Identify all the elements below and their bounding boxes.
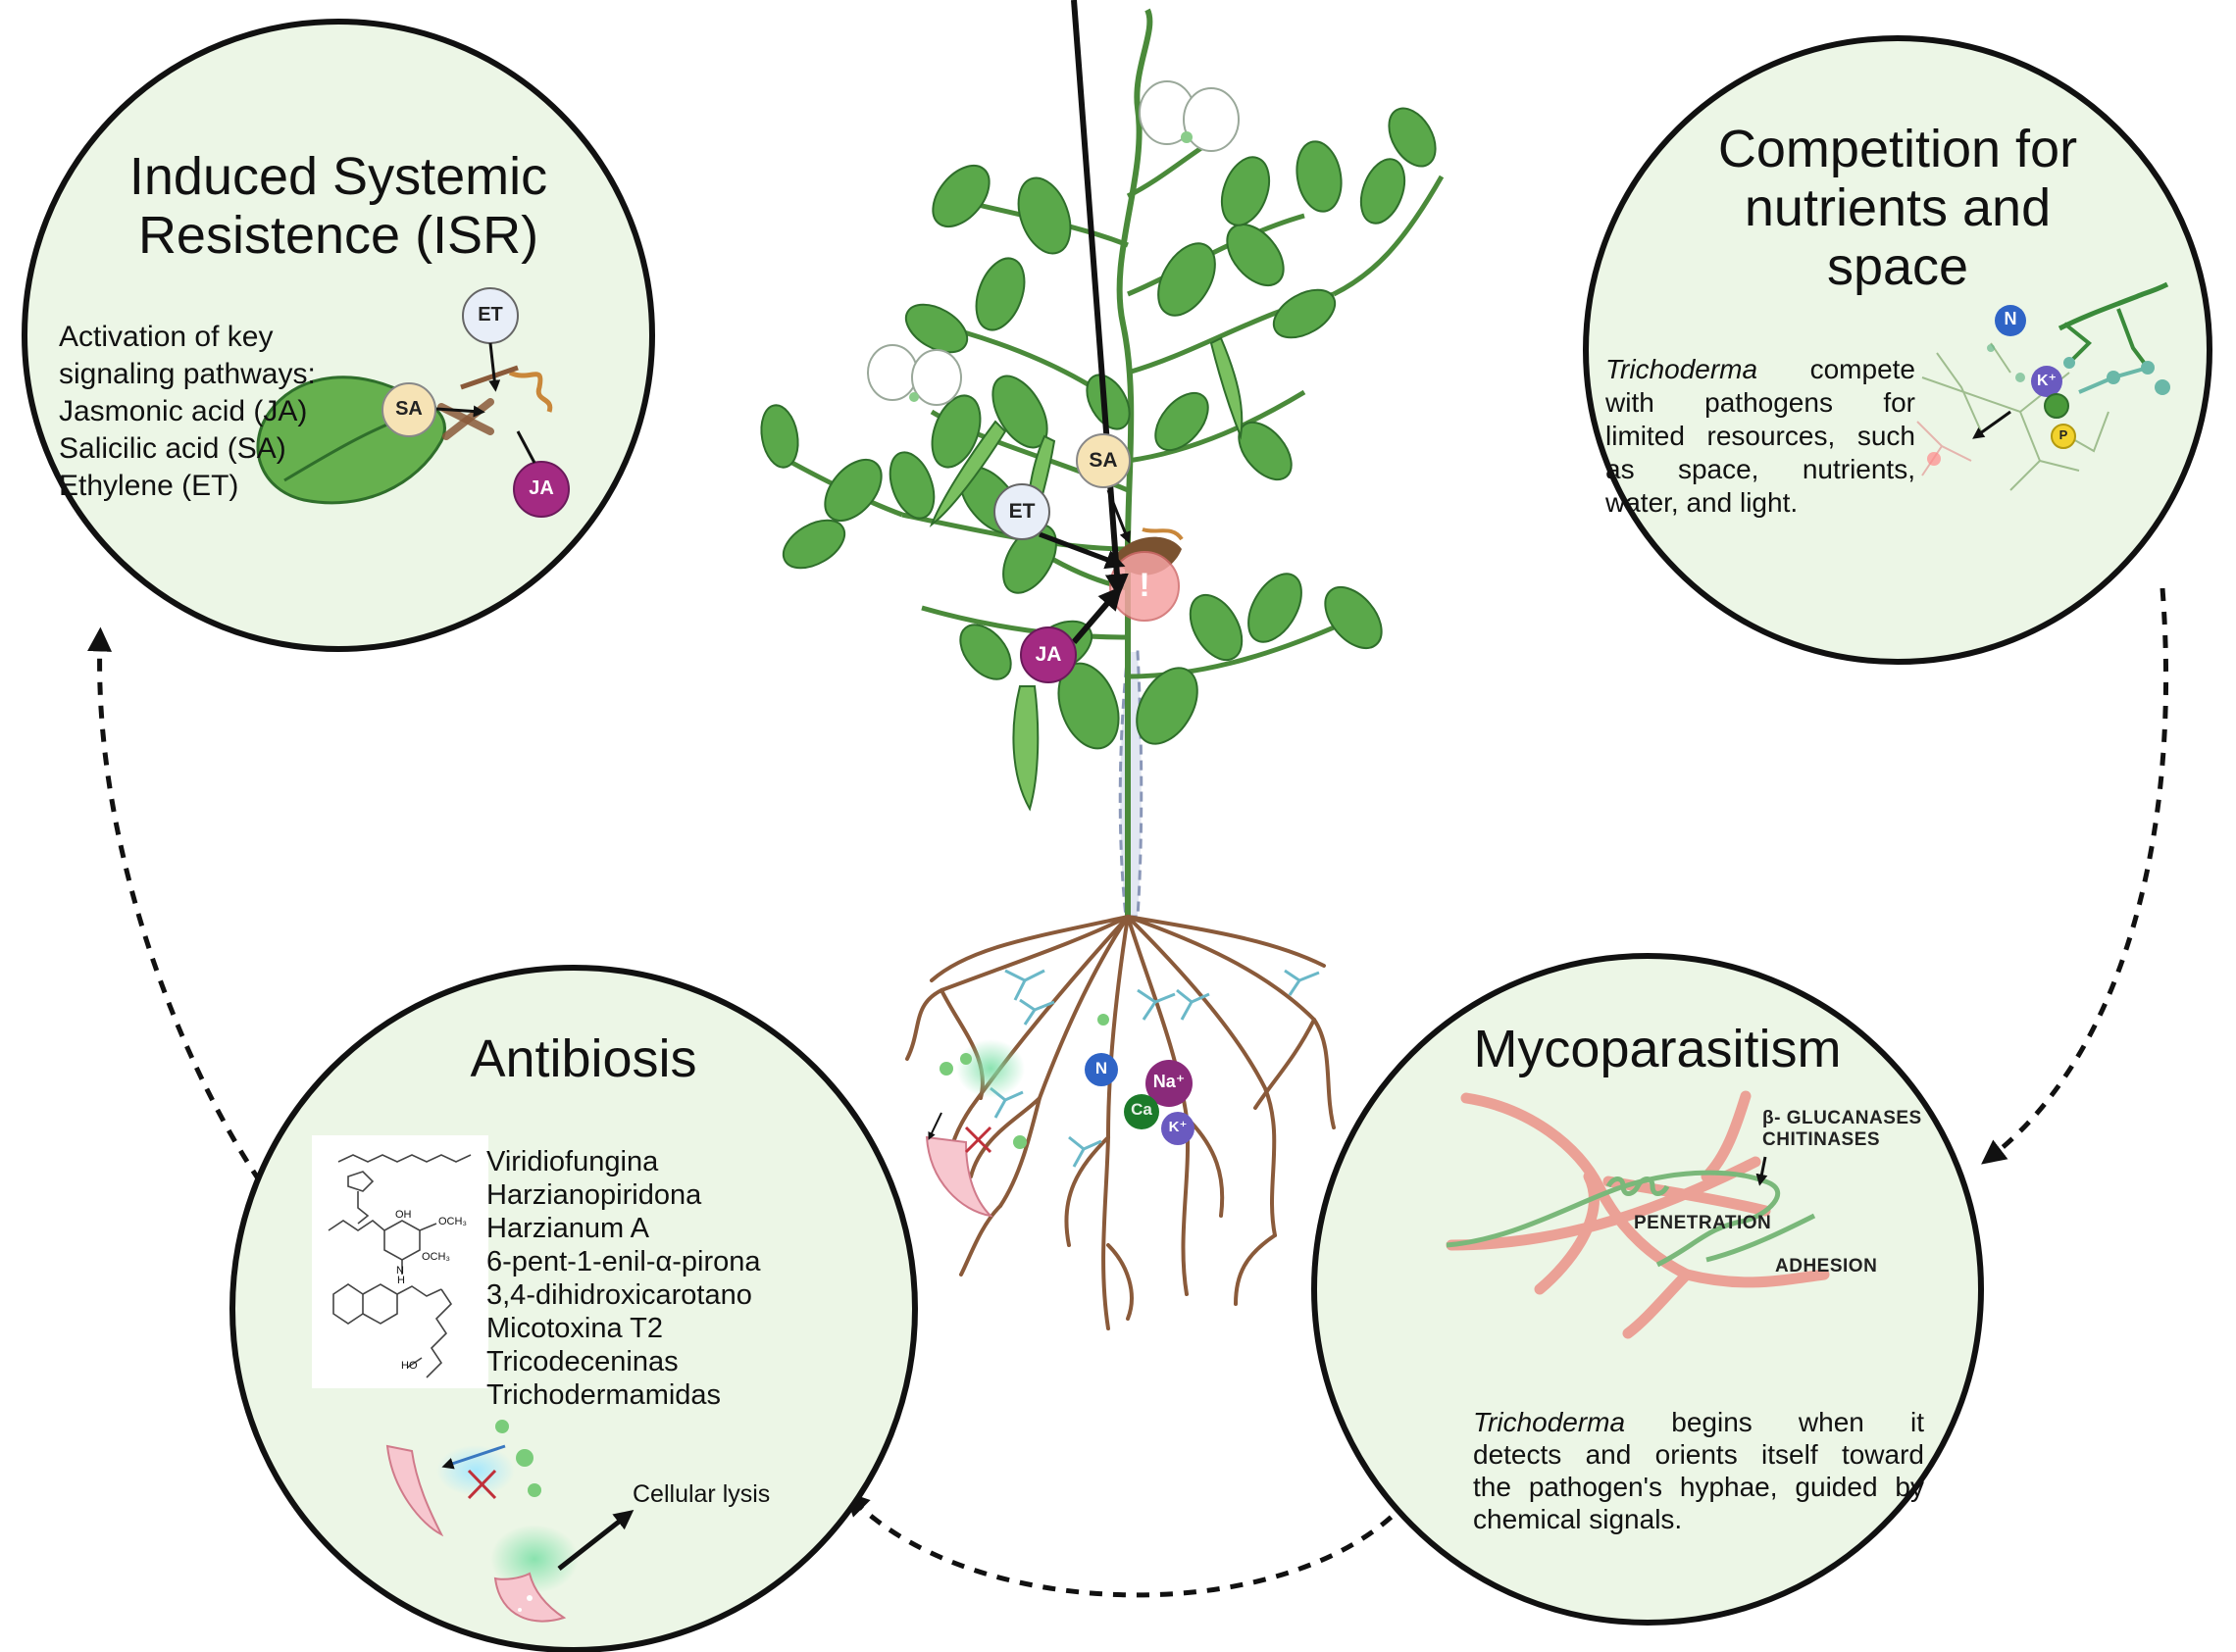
compound-item: 6-pent-1-enil-α-pirona (486, 1246, 761, 1277)
center-et-label: ET (1008, 500, 1036, 523)
antibiosis-illustration (312, 1135, 635, 1623)
isr-line: Activation of key (59, 321, 274, 353)
antibiosis-title: Antibiosis (470, 1029, 697, 1088)
isr-ja-badge (513, 461, 570, 518)
isr-title: Induced Systemic Resistence (ISR) (128, 147, 548, 265)
competition-k-label: K⁺ (2037, 373, 2057, 389)
root-calcium (1124, 1094, 1159, 1129)
arrow-antibiosis-to-isr (87, 626, 263, 1183)
compound-item: Trichodermamidas (486, 1379, 722, 1411)
center-ja-label: JA (1035, 643, 1062, 666)
structure-label-och3-b: OCH₃ (422, 1251, 450, 1263)
compound-item: Harzianopiridona (486, 1179, 702, 1211)
central-plant (760, 0, 1445, 1330)
center-ja-badge (1020, 626, 1077, 683)
structure-label-oh: OH (395, 1209, 412, 1221)
competition-italic-word: Trichoderma (1605, 354, 1758, 384)
competition-description: Trichoderma compete with pathogens for l… (1605, 354, 1915, 518)
label-chitinases: CHITINASES (1762, 1129, 1881, 1150)
mycoparasitism-circle (1311, 953, 1984, 1626)
compound-item: Viridiofungina (486, 1146, 659, 1177)
isr-line: Ethylene (ET) (59, 470, 239, 502)
competition-title: Competition for nutrients and space (1717, 120, 2078, 296)
isr-line: signaling pathways: (59, 358, 316, 390)
antibiosis-compound-list: Viridiofungina Harzianopiridona Harzianu… (486, 1145, 800, 1412)
isr-sa-label: SA (395, 398, 423, 420)
root-n-label: N (1094, 1059, 1108, 1077)
competition-p-label: P (2058, 427, 2068, 442)
roots (905, 915, 1336, 1330)
isr-description: Activation of key signaling pathways: Ja… (59, 319, 382, 505)
competition-circle (1583, 35, 2212, 665)
cycle-arrows (87, 587, 2169, 1598)
myco-italic-word: Trichoderma (1473, 1407, 1626, 1437)
center-sa-badge (1076, 433, 1131, 488)
root-conidia (990, 969, 1320, 1168)
center-sa-label: SA (1089, 449, 1118, 472)
competition-nitrogen (1995, 305, 2026, 336)
center-et-badge (993, 483, 1050, 540)
mycoparasitism-description: Trichoderma begins when it detects and o… (1473, 1407, 1924, 1534)
root-na-label: Na⁺ (1152, 1072, 1186, 1091)
isr-illustration (256, 287, 570, 518)
compound-item: Tricodeceninas (486, 1346, 679, 1377)
isr-dna (508, 370, 553, 413)
isr-ja-label: JA (529, 477, 554, 499)
mycoparasitism-illustration (1446, 1090, 1830, 1339)
isr-line: Salicilic acid (SA) (59, 432, 286, 465)
leaves (760, 107, 1437, 750)
chemical-structures-panel (312, 1135, 488, 1388)
competition-spore (2044, 393, 2069, 419)
chemical-structures (328, 1154, 472, 1378)
root-sodium (1145, 1060, 1193, 1107)
root-ca-label: Ca (1131, 1100, 1152, 1119)
root-k-label: K⁺ (1168, 1119, 1188, 1135)
structure-label-ho: HO (401, 1360, 418, 1372)
structure-label-och3-a: OCH₃ (438, 1216, 467, 1227)
root-nitrogen (1085, 1053, 1118, 1086)
center-alert-label: ! (1139, 567, 1150, 604)
label-glucanases: β- GLUCANASES (1762, 1108, 1922, 1128)
competition-n-label: N (2004, 309, 2017, 328)
trichoderma-hypha (1446, 1170, 1816, 1268)
label-adhesion: ADHESION (1775, 1256, 1878, 1277)
structure-label-n: N (396, 1265, 404, 1277)
label-penetration: PENETRATION (1634, 1213, 1772, 1233)
flowers (867, 80, 1240, 406)
root-potassium (1161, 1112, 1194, 1145)
competition-potassium (2031, 366, 2062, 397)
compound-item: Micotoxina T2 (486, 1313, 663, 1344)
isr-line: Jasmonic acid (JA) (59, 395, 308, 427)
isr-sa-badge (381, 382, 436, 437)
competition-phosphorus (2051, 424, 2076, 449)
compound-item: Harzianum A (486, 1213, 650, 1244)
competition-illustration (1916, 281, 2170, 491)
root-pathogen (925, 1135, 993, 1218)
compound-item: 3,4-dihidroxicarotano (486, 1279, 752, 1311)
isr-circle (22, 19, 655, 652)
arrow-competition-to-myco (1981, 587, 2169, 1165)
structure-label-h: H (397, 1275, 405, 1286)
mycoparasitism-title: Mycoparasitism (1473, 1020, 1842, 1078)
isr-et-label: ET (478, 304, 503, 325)
pathogen-cell-curved (385, 1444, 444, 1537)
cellular-lysis-label: Cellular lysis (633, 1480, 771, 1508)
arrow-antibiosis-myco (844, 1485, 1420, 1598)
